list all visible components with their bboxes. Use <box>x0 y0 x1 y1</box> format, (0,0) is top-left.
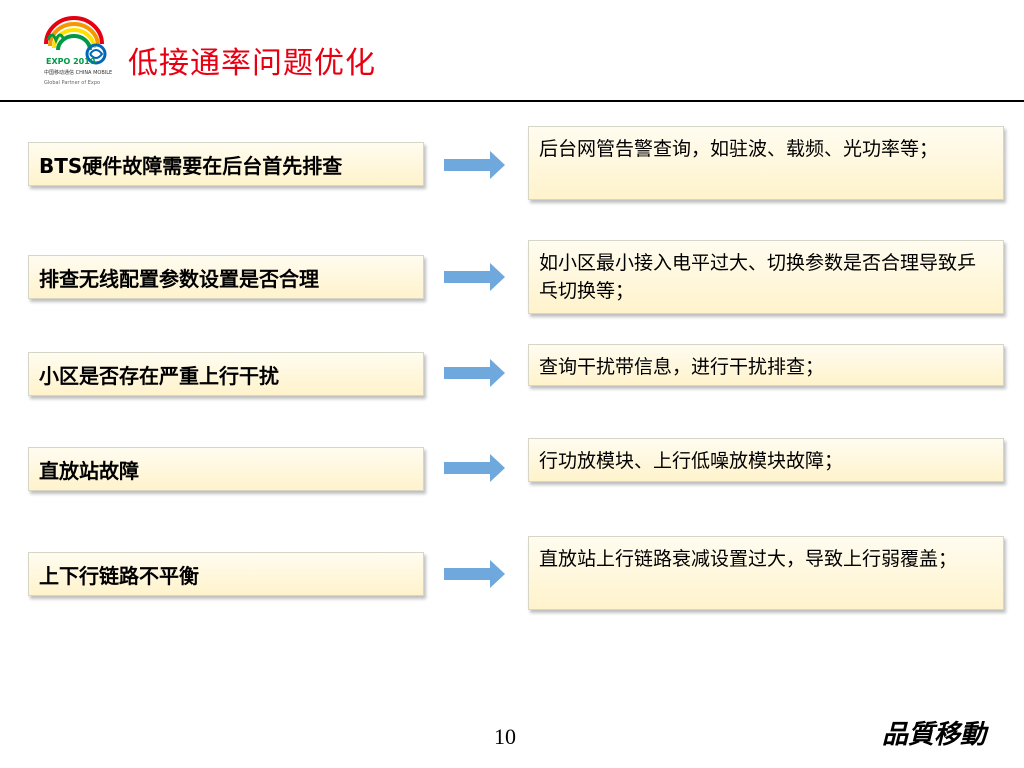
action-box: 直放站上行链路衰减设置过大，导致上行弱覆盖； <box>528 536 1004 610</box>
right-arrow-icon <box>444 560 505 588</box>
expo-china-mobile-logo: EXPO 2010 中国移动通信 CHINA MOBILE Global Par… <box>38 14 118 90</box>
logo-expo-text: EXPO 2010 <box>46 57 96 66</box>
cause-box: 排查无线配置参数设置是否合理 <box>28 255 424 299</box>
right-arrow-icon <box>444 359 505 387</box>
right-arrow-icon <box>444 263 505 291</box>
page-number: 10 <box>494 724 516 749</box>
cause-box: 上下行链路不平衡 <box>28 552 424 596</box>
logo-tagline: Global Partner of Expo <box>44 80 100 86</box>
title-divider <box>0 100 1024 102</box>
action-box: 查询干扰带信息，进行干扰排查； <box>528 344 1004 386</box>
right-arrow-icon <box>444 454 505 482</box>
slide-title: 低接通率问题优化 <box>128 46 376 81</box>
action-box: 行功放模块、上行低噪放模块故障； <box>528 438 1004 482</box>
cause-box: 小区是否存在严重上行干扰 <box>28 352 424 396</box>
cause-box: BTS硬件故障需要在后台首先排查 <box>28 142 424 186</box>
action-box: 后台网管告警查询，如驻波、载频、光功率等； <box>528 126 1004 200</box>
action-box: 如小区最小接入电平过大、切换参数是否合理导致乒乓切换等； <box>528 240 1004 314</box>
right-arrow-icon <box>444 151 505 179</box>
brand-slogan: 品質移動 <box>882 720 987 750</box>
cause-box: 直放站故障 <box>28 447 424 491</box>
logo-partner-text: 中国移动通信 CHINA MOBILE <box>44 69 112 76</box>
logo-graphic: EXPO 2010 中国移动通信 CHINA MOBILE Global Par… <box>44 16 112 86</box>
